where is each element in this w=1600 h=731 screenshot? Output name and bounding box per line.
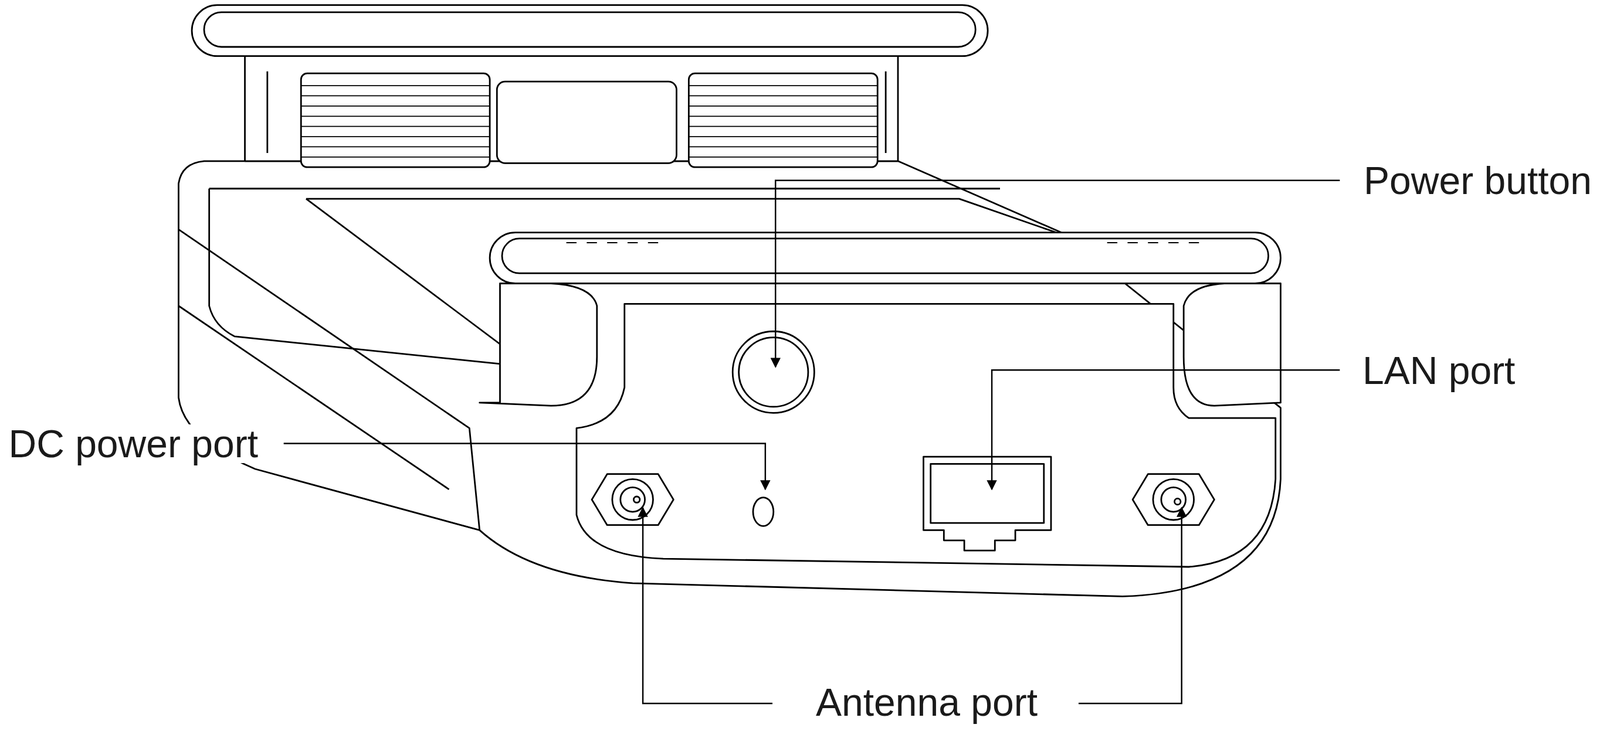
drawing-part [300, 73, 490, 168]
drawing-part [739, 337, 809, 408]
drawing-part [991, 370, 1340, 490]
drawing-part [479, 283, 598, 406]
drawing-part [209, 187, 1000, 190]
drawing-part [775, 180, 1340, 368]
leader-lines [283, 180, 1341, 704]
drawing-part [633, 496, 640, 503]
drawing-part [1174, 498, 1181, 505]
callout-label: Power button [1361, 161, 1595, 200]
drawing-part [566, 242, 1200, 244]
drawing-part [642, 507, 773, 704]
drawing-part [489, 232, 1281, 284]
drawing-part [930, 463, 1044, 524]
drawing-part [283, 443, 766, 490]
drawing-part [612, 479, 654, 521]
drawing-part [753, 497, 774, 527]
drawing-part [306, 198, 1057, 233]
drawing-part [1078, 507, 1182, 704]
callout-label: DC power port [6, 424, 261, 464]
drawing-part [209, 188, 531, 368]
drawing-part [688, 85, 878, 158]
drawing-part [300, 85, 490, 158]
drawing-part [178, 229, 480, 531]
drawing-part [191, 5, 988, 57]
drawing-part [502, 238, 1269, 274]
drawing-part [204, 12, 976, 47]
drawing-part [688, 73, 878, 168]
drawing-part [1132, 474, 1215, 526]
drawing-part [1183, 283, 1281, 406]
callout-label: LAN port [1360, 351, 1518, 391]
drawing-part [923, 456, 1052, 551]
drawing-part [178, 161, 1281, 598]
drawing-part [732, 331, 815, 413]
drawing-part [1153, 479, 1195, 521]
drawing-part [576, 303, 1276, 568]
drawing-part [496, 81, 677, 164]
callout-label: Antenna port [813, 683, 1040, 722]
router-body [178, 5, 1281, 598]
drawing-part [591, 474, 674, 526]
drawing-part [620, 487, 646, 513]
